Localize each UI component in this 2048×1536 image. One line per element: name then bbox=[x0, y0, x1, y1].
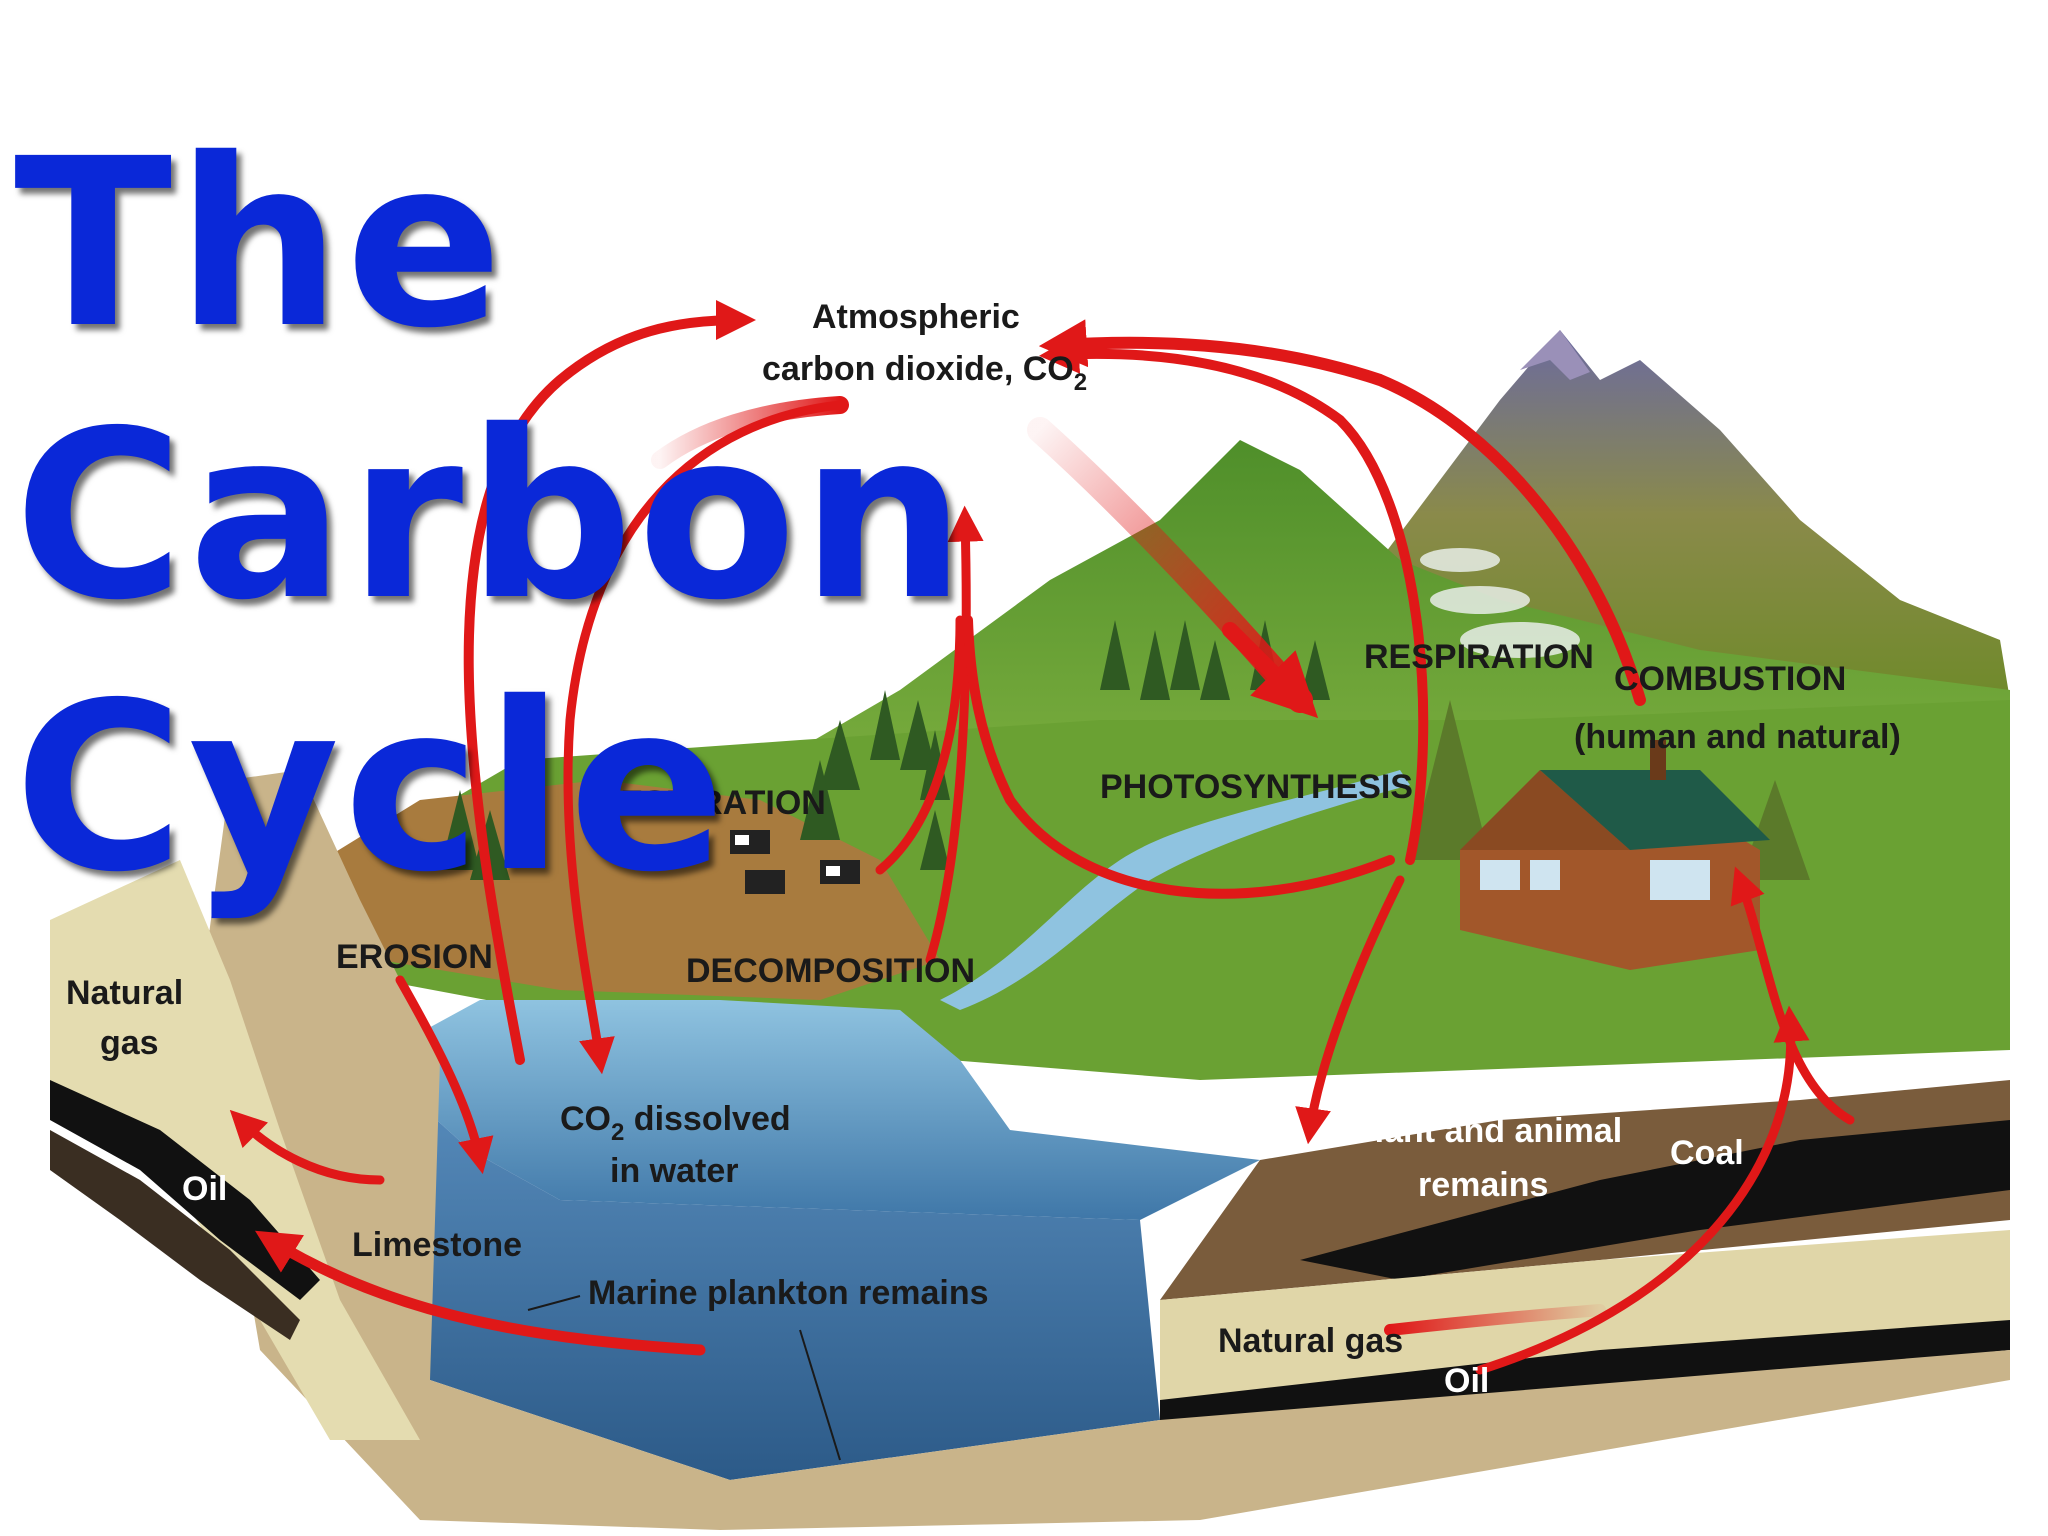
title-line-1: The bbox=[14, 109, 507, 379]
lake-cross-section bbox=[370, 1060, 1160, 1480]
mountain-range bbox=[1380, 330, 2010, 700]
label-plant-animal-2: remains bbox=[1418, 1166, 1548, 1204]
label-oil-left: Oil bbox=[182, 1170, 227, 1208]
chimney-smoke bbox=[1420, 548, 1580, 658]
cycle-arrows bbox=[229, 300, 1855, 1375]
label-co2-dissolved: CO2 dissolved bbox=[560, 1100, 791, 1146]
arrow-decomposition-up bbox=[925, 505, 984, 965]
arrow-combustion bbox=[1038, 319, 1646, 706]
title-line-3: Cycle bbox=[14, 653, 730, 923]
landscape bbox=[50, 330, 2010, 1530]
label-natural-gas-right: Natural gas bbox=[1218, 1322, 1403, 1360]
arrow-oil-right bbox=[1475, 1005, 1810, 1375]
label-respiration-right: RESPIRATION bbox=[1364, 638, 1594, 676]
label-erosion: EROSION bbox=[336, 938, 493, 976]
label-coal: Coal bbox=[1670, 1134, 1744, 1172]
arrow-to-plant-remains bbox=[1295, 875, 1405, 1145]
label-decomposition: DECOMPOSITION bbox=[686, 952, 975, 990]
river bbox=[940, 770, 1410, 1010]
label-combustion: COMBUSTION bbox=[1614, 660, 1846, 698]
cows bbox=[730, 830, 860, 894]
diagram-labels: Atmospheric carbon dioxide, CO2 RESPIRAT… bbox=[66, 298, 1901, 1461]
label-in-water: in water bbox=[610, 1152, 738, 1190]
label-respiration-left: RESPIRATION bbox=[596, 784, 826, 822]
arrow-atmosphere-to-water bbox=[563, 400, 845, 1075]
mountain-snow bbox=[1520, 330, 1590, 380]
arrow-to-natural-gas-left bbox=[229, 1109, 385, 1185]
pointer-marine-2 bbox=[799, 1329, 841, 1461]
arrow-marine-to-oil bbox=[255, 1230, 706, 1356]
label-natural-gas-left-1: Natural bbox=[66, 974, 183, 1012]
arrow-respiration-right bbox=[1039, 333, 1429, 865]
label-marine-plankton: Marine plankton remains bbox=[588, 1274, 989, 1312]
log-house bbox=[1460, 740, 1770, 970]
label-carbon-dioxide: carbon dioxide, CO2 bbox=[762, 350, 1087, 396]
title-line-2: Carbon bbox=[14, 381, 970, 651]
label-plant-animal-1: Plant and animal bbox=[1352, 1112, 1622, 1150]
arrow-erosion-limestone bbox=[395, 975, 494, 1175]
arrow-erosion-to-atmosphere bbox=[463, 300, 756, 1065]
arrow-respiration-plants bbox=[963, 615, 1395, 899]
pointer-marine bbox=[527, 1295, 581, 1311]
left-dark-layer bbox=[50, 1130, 300, 1340]
coal-layer bbox=[1300, 1120, 2010, 1280]
arrow-natural-gas-right bbox=[1384, 1304, 1606, 1336]
label-limestone: Limestone bbox=[352, 1226, 522, 1264]
left-oil-layer bbox=[50, 1080, 320, 1300]
left-strata bbox=[50, 860, 420, 1440]
bottom-rock bbox=[420, 1350, 2010, 1530]
arrow-atmosphere-fade bbox=[651, 396, 849, 469]
arrow-photosynthesis-head bbox=[1222, 622, 1319, 719]
label-combustion-note: (human and natural) bbox=[1574, 718, 1901, 756]
arrow-respiration-cows bbox=[875, 615, 965, 875]
label-oil-right: Oil bbox=[1444, 1362, 1489, 1400]
label-photosynthesis: PHOTOSYNTHESIS bbox=[1100, 768, 1413, 806]
label-atmospheric: Atmospheric bbox=[812, 298, 1020, 336]
label-natural-gas-left-2: gas bbox=[100, 1024, 159, 1062]
